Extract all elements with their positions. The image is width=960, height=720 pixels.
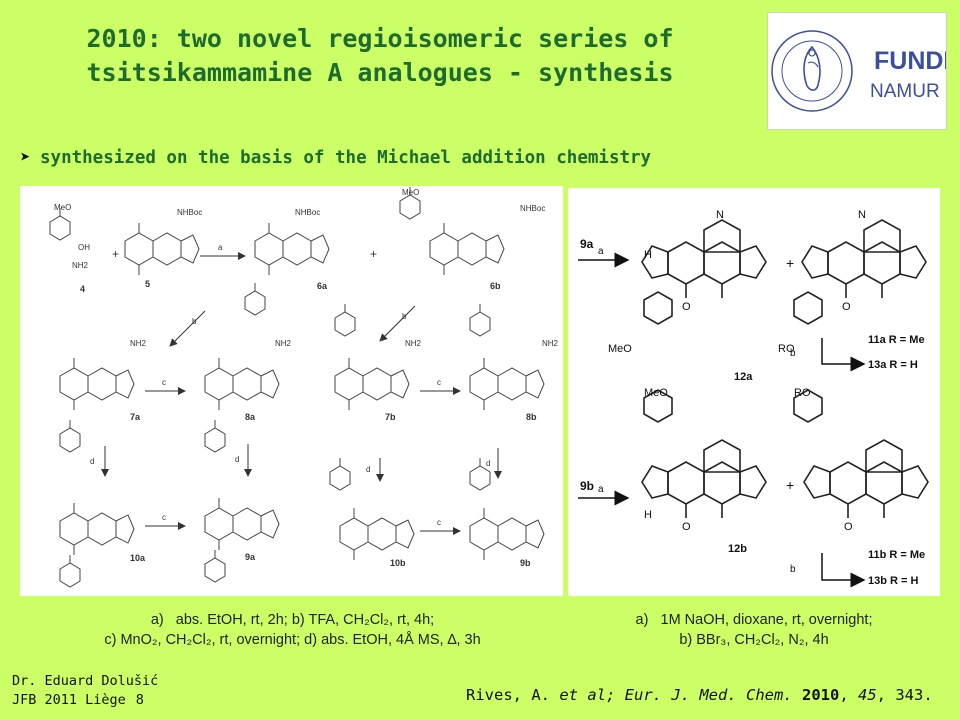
label-nh2-4: NH2 xyxy=(72,261,89,270)
label-ro-top: RO xyxy=(778,343,795,355)
synthesis-scheme-right: 9a a N H O 12a MeO + N O RO 11a R = Me b… xyxy=(578,209,929,588)
label-nh2-8a: NH2 xyxy=(275,339,292,348)
slide-title: 2010: two novel regioisomeric series of … xyxy=(30,22,730,90)
label-h-top-1: H xyxy=(644,249,652,261)
reagent-d-1: d xyxy=(90,457,94,466)
conditions-right-line-2: b) BBr₃, CH₂Cl₂, N₂, 4h xyxy=(679,632,829,648)
conditions-left-line-2: c) MnO₂, CH₂Cl₂, rt, overnight; d) abs. … xyxy=(104,632,481,648)
label-meo-6b: MeO xyxy=(402,188,419,197)
compound-8b: 8b xyxy=(526,412,537,422)
svg-text:+: + xyxy=(786,255,794,271)
compound-9b: 9b xyxy=(520,558,531,568)
reagent-d-4: d xyxy=(486,459,490,468)
label-n-top-1: N xyxy=(716,209,724,221)
label-11a: 11a R = Me xyxy=(868,334,925,346)
reagent-d-2: d xyxy=(235,455,239,464)
scheme-right-panel: 9a a N H O 12a MeO + N O RO 11a R = Me b… xyxy=(568,188,940,596)
label-meo-top: MeO xyxy=(608,343,632,355)
reagent-d-3: d xyxy=(366,465,370,474)
label-nh2-7a: NH2 xyxy=(130,339,147,348)
compound-7a: 7a xyxy=(130,412,141,422)
reagent-b-right-2: b xyxy=(790,564,796,575)
label-o-bottom-2: O xyxy=(844,521,853,533)
reagent-a-right-2: a xyxy=(598,484,604,495)
reagent-c-1: c xyxy=(162,378,166,387)
reagent-b-2: b xyxy=(402,312,407,321)
label-nhboc-5: NHBoc xyxy=(177,208,202,217)
compound-6b: 6b xyxy=(490,281,501,291)
start-9b: 9b xyxy=(580,479,594,493)
reagent-a-1: a xyxy=(218,243,223,252)
reagent-b-1: b xyxy=(192,317,197,326)
label-ro-bottom: RO xyxy=(794,387,811,399)
compound-8a: 8a xyxy=(245,412,256,422)
label-nhboc-6b: NHBoc xyxy=(520,204,545,213)
label-meo-bottom: MeO xyxy=(644,387,668,399)
label-n-top-2: N xyxy=(858,209,866,221)
compound-4: 4 xyxy=(80,284,85,294)
ref-year: 2010 xyxy=(802,686,840,704)
label-11b: 11b R = Me xyxy=(868,549,925,561)
label-o-top-2: O xyxy=(842,301,851,313)
bullet-text: synthesized on the basis of the Michael … xyxy=(40,148,652,168)
reagent-b-right-1: b xyxy=(790,348,796,359)
synthesis-scheme-left: MeO NH2 OH 4 + NHBoc 5 a NHBoc 6a + MeO … xyxy=(49,186,559,588)
title-line-2: tsitsikammamine A analogues - synthesis xyxy=(86,58,674,87)
product-12a: 12a xyxy=(734,371,753,383)
reagent-c-4: c xyxy=(437,518,441,527)
author-info: Dr. Eduard Dolušić JFB 2011 Liège 8 xyxy=(12,672,158,710)
compound-5: 5 xyxy=(145,279,150,289)
page-number: 8 xyxy=(135,692,144,708)
arrow-right-bullet-icon: ➤ xyxy=(20,148,31,168)
compound-7b: 7b xyxy=(385,412,396,422)
svg-text:+: + xyxy=(786,477,794,493)
ref-journal: Eur. J. Med. Chem. xyxy=(624,686,793,704)
conditions-left: a) abs. EtOH, rt, 2h; b) TFA, CH₂Cl₂, rt… xyxy=(20,610,565,650)
conditions-right-line-1: a) 1M NaOH, dioxane, rt, overnight; xyxy=(635,612,873,628)
university-seal-icon: FUNDP NAMUR xyxy=(771,30,960,112)
label-nh2-8b: NH2 xyxy=(542,339,559,348)
svg-text:+: + xyxy=(370,247,377,261)
label-meo-4: MeO xyxy=(54,203,71,212)
logo-line-2: NAMUR xyxy=(870,81,940,102)
label-o-top-1: O xyxy=(682,301,691,313)
author-name: Dr. Eduard Dolušić xyxy=(12,673,159,689)
ref-volume: 45 xyxy=(858,686,877,704)
start-9a: 9a xyxy=(580,237,594,251)
label-nh2-7b: NH2 xyxy=(405,339,422,348)
product-12b: 12b xyxy=(728,543,747,555)
compound-9a: 9a xyxy=(245,552,256,562)
label-h-bottom-1: H xyxy=(644,509,652,521)
label-13b: 13b R = H xyxy=(868,575,918,587)
fundp-logo: FUNDP NAMUR xyxy=(767,12,960,130)
title-line-1: 2010: two novel regioisomeric series of xyxy=(86,24,674,53)
svg-text:+: + xyxy=(112,247,119,261)
label-13a: 13a R = H xyxy=(868,359,918,371)
conditions-left-line-1: a) abs. EtOH, rt, 2h; b) TFA, CH₂Cl₂, rt… xyxy=(150,612,435,628)
compound-10a: 10a xyxy=(130,553,146,563)
ref-pages: , 343. xyxy=(876,686,933,704)
logo-line-1: FUNDP xyxy=(874,47,946,75)
reference-citation: Rives, A. et al; Eur. J. Med. Chem. 2010… xyxy=(466,686,933,704)
label-oh-4: OH xyxy=(78,243,90,252)
ref-etal: et al; xyxy=(559,686,616,704)
label-nhboc-6a: NHBoc xyxy=(295,208,320,217)
reagent-c-2: c xyxy=(437,378,441,387)
bullet-point: ➤ synthesized on the basis of the Michael… xyxy=(20,148,651,168)
reagent-c-3: c xyxy=(162,513,166,522)
reagent-a-right-1: a xyxy=(598,246,604,257)
compound-6a: 6a xyxy=(317,281,328,291)
event-name: JFB 2011 Liège xyxy=(12,692,126,708)
scheme-left-panel: MeO NH2 OH 4 + NHBoc 5 a NHBoc 6a + MeO … xyxy=(20,186,563,596)
ref-authors: Rives, A. xyxy=(466,686,560,704)
label-o-bottom-1: O xyxy=(682,521,691,533)
conditions-right: a) 1M NaOH, dioxane, rt, overnight; b) B… xyxy=(576,610,932,650)
compound-10b: 10b xyxy=(390,558,406,568)
